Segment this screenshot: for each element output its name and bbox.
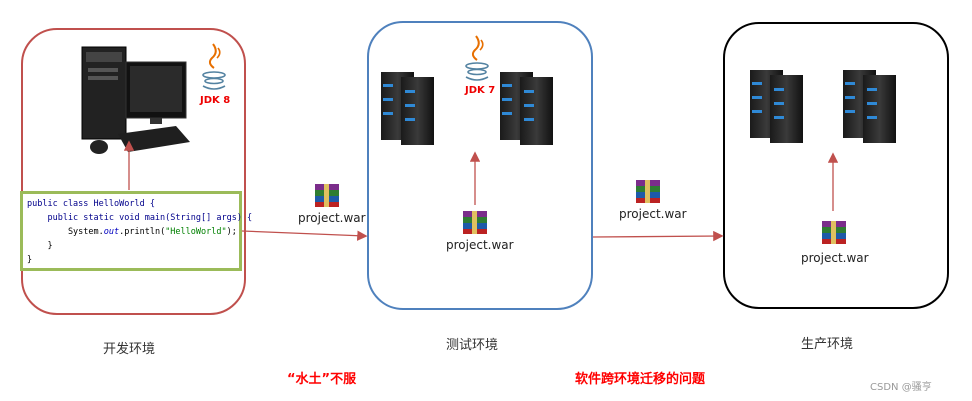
- war-archive-icon: [636, 180, 660, 203]
- war-archive-icon: [822, 221, 846, 244]
- server-rack-icon: [381, 72, 434, 145]
- code-line: public class HelloWorld {: [27, 197, 235, 211]
- code-text: public static void main(String[] args) {: [27, 213, 253, 223]
- code-line: }: [27, 239, 235, 253]
- code-text: }: [27, 241, 53, 251]
- code-snippet-panel: public class HelloWorld { public static …: [20, 191, 252, 271]
- arrow-dev-to-test: [241, 230, 368, 241]
- server-rack-icon: [750, 70, 803, 143]
- war-archive-icon: [463, 211, 487, 234]
- env-label-prod: 生产环境: [801, 337, 854, 352]
- code-line: }: [27, 253, 235, 267]
- war-label-test: project.war: [446, 238, 514, 252]
- arrow-test-to-prod: [592, 230, 724, 242]
- java-icon-dev: [202, 43, 226, 90]
- code-field: out: [103, 227, 120, 237]
- war-label-test-to-prod: project.war: [619, 207, 687, 221]
- env-label-test: 测试环境: [446, 338, 499, 353]
- code-line: System.out.println("HelloWorld");: [27, 225, 237, 239]
- jdk-label-test: JDK 7: [465, 85, 496, 96]
- code-string: "HelloWorld": [165, 227, 227, 237]
- watermark: CSDN @骚亨: [870, 382, 932, 393]
- server-rack-icon: [500, 72, 553, 145]
- env-label-dev: 开发环境: [103, 342, 156, 357]
- code-line: public static void main(String[] args) {: [27, 211, 252, 225]
- java-icon-test: [465, 35, 489, 81]
- jdk-label-dev: JDK 8: [200, 95, 231, 106]
- code-text: System.: [27, 227, 104, 237]
- prod-environment-box: [723, 22, 949, 309]
- note-migration-problem: 软件跨环境迁移的问题: [575, 372, 706, 387]
- code-text: );: [226, 227, 237, 237]
- code-text: public class HelloWorld {: [27, 199, 155, 209]
- code-text: .println(: [119, 227, 166, 237]
- computer-icon: [81, 46, 190, 154]
- note-compatibility: “水土”不服: [287, 372, 357, 387]
- war-archive-icon: [315, 184, 339, 207]
- war-label-prod: project.war: [801, 251, 869, 265]
- war-label-dev-to-test: project.war: [298, 211, 366, 225]
- server-rack-icon: [843, 70, 896, 143]
- code-text: }: [27, 255, 33, 265]
